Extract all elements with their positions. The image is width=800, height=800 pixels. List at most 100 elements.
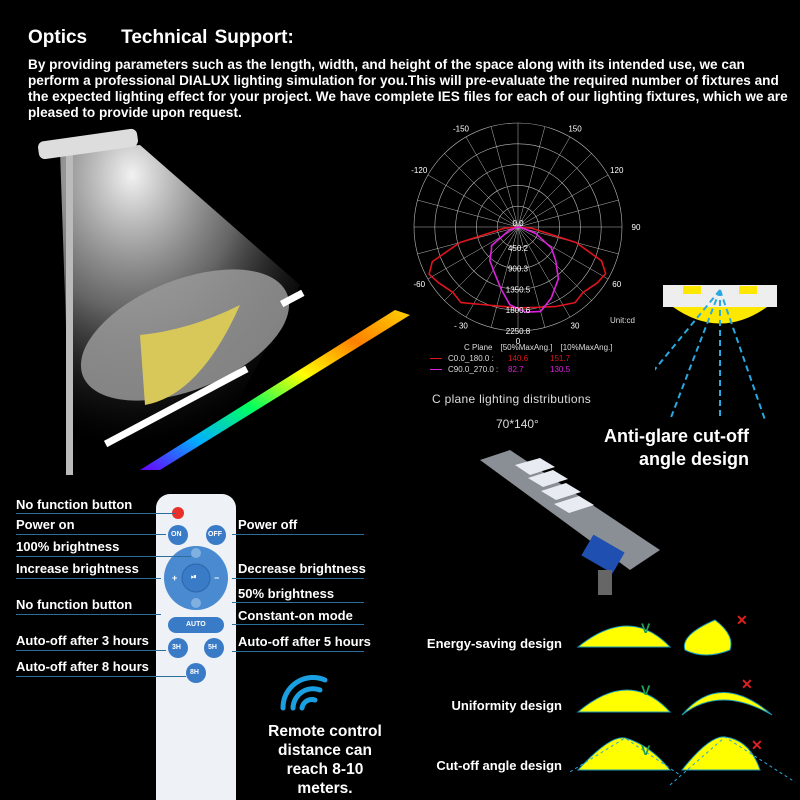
label-power-off: Power off xyxy=(238,517,298,532)
check-icon: V xyxy=(641,742,651,758)
title-optics: Optics xyxy=(28,27,88,48)
legend-name: C90.0_270.0 : xyxy=(448,365,499,374)
angle-tick-label: 120 xyxy=(610,166,624,175)
check-icon: V xyxy=(641,620,651,636)
good-cutoff-shape xyxy=(576,737,672,771)
illuminance-heatmap xyxy=(140,310,410,470)
8h-button[interactable] xyxy=(186,663,206,683)
label-constant-on: Constant-on mode xyxy=(238,608,353,623)
legend-swatch xyxy=(430,369,442,370)
anti-glare-caption: Anti-glare cut-off angle design xyxy=(604,425,749,471)
label-50-brightness: 50% brightness xyxy=(238,586,335,601)
off-button[interactable] xyxy=(206,525,226,545)
polar-spoke xyxy=(417,199,519,228)
anti-glare-line2: angle design xyxy=(638,449,749,469)
series-C90.0_270.0 xyxy=(489,226,560,313)
cutoff-lines xyxy=(655,289,766,420)
legend-value: 130.5 xyxy=(550,365,571,374)
radial-tick-label: 450.2 xyxy=(508,244,529,253)
streetlight-simulation-illustration xyxy=(38,128,410,475)
polar-spoke xyxy=(517,126,546,228)
polar-legend: C Plane [50%MaxAng.] [10%MaxAng.] C0.0_180… xyxy=(430,342,613,375)
3h-label: 3H xyxy=(172,644,181,651)
5h-label: 5H xyxy=(208,644,217,651)
polar-spoke xyxy=(427,174,519,228)
angle-tick-label: 60 xyxy=(612,280,621,289)
beam-angle: 70*140° xyxy=(496,417,539,431)
brightness-100-button[interactable] xyxy=(191,548,201,558)
8h-label: 8H xyxy=(190,669,199,676)
polar-spoke xyxy=(490,226,519,328)
angle-tick-label: - 30 xyxy=(454,322,468,331)
remote-control xyxy=(156,494,236,800)
solar-panel-sensor xyxy=(581,534,625,574)
label-auto-off-5h: Auto-off after 5 hours xyxy=(238,634,371,649)
auto-button[interactable] xyxy=(168,617,224,633)
plus-label: + xyxy=(172,573,178,583)
label-no-function: No function button xyxy=(16,497,133,512)
angle-tick-label: 150 xyxy=(568,124,582,133)
polar-spoke xyxy=(490,126,519,228)
legend-value: 140.6 xyxy=(508,354,529,363)
polar-spoke xyxy=(517,199,619,228)
center-button[interactable] xyxy=(181,563,211,593)
anti-glare-diagram xyxy=(655,285,777,420)
road-marking xyxy=(103,365,249,448)
auto-label: AUTO xyxy=(186,621,206,628)
intro-text: By providing parameters such as the leng… xyxy=(28,57,788,120)
polar-spoke xyxy=(517,226,592,301)
label-100-brightness: 100% brightness xyxy=(16,539,120,554)
angle-tick-label: 0 xyxy=(516,337,521,346)
wireless-signal-icon xyxy=(280,675,328,711)
3h-button[interactable] xyxy=(168,638,188,658)
legend-name: C0.0_180.0 : xyxy=(448,354,494,363)
label-decrease-brightness: Decrease brightness xyxy=(238,561,366,576)
angle-tick-label: -120 xyxy=(411,166,428,175)
good-energy-saving-shape xyxy=(576,625,672,648)
pole xyxy=(66,155,73,475)
polar-spoke xyxy=(517,174,609,228)
cross-icon: ✕ xyxy=(751,737,763,753)
on-button[interactable] xyxy=(168,525,188,545)
solar-street-lamp-product xyxy=(480,450,660,595)
5h-button[interactable] xyxy=(204,638,224,658)
polar-spoke xyxy=(465,226,519,318)
angle-tick-label: 30 xyxy=(571,322,580,331)
legend-header: [10%MaxAng.] xyxy=(560,343,613,352)
bad-cutoff-shape xyxy=(680,736,761,771)
chart-caption: C plane lighting distributions xyxy=(432,392,592,406)
title-technical-support: Technical Support: xyxy=(121,27,294,48)
label-no-function-2: No function button xyxy=(16,597,133,612)
polar-spoke xyxy=(517,226,571,318)
beam-shape-comparison xyxy=(570,619,796,786)
anti-glare-line1: Anti-glare cut-off xyxy=(604,426,749,446)
legend-header: [50%MaxAng.] xyxy=(500,343,553,352)
light-pattern xyxy=(140,305,240,405)
radial-tick-label: 900.3 xyxy=(508,265,529,274)
legend-header: C Plane xyxy=(464,343,493,352)
no-function-red-button[interactable] xyxy=(172,507,184,519)
legend-value: 151.7 xyxy=(550,354,571,363)
led-modules xyxy=(515,458,594,513)
polar-grid xyxy=(413,122,623,332)
polar-spoke xyxy=(465,136,519,228)
play-pause-label: ⏯ xyxy=(191,574,197,581)
angle-tick-label: -150 xyxy=(453,124,470,133)
radial-tick-label: 1350.5 xyxy=(506,285,531,294)
on-label: ON xyxy=(171,531,182,538)
polar-spoke xyxy=(517,136,571,228)
off-label: OFF xyxy=(208,531,222,538)
polar-spoke xyxy=(517,153,592,228)
remote-button-labels: ON OFF + − ⏯ AUTO 3H 5H 8H xyxy=(150,490,245,800)
bad-uniformity-shape xyxy=(681,692,773,716)
cutoff-label: Cut-off angle design xyxy=(436,758,562,773)
brightness-50-button[interactable] xyxy=(191,598,201,608)
page-title: Optics Technical Support: xyxy=(28,27,294,49)
cross-icon: ✕ xyxy=(741,676,753,692)
label-auto-off-3h: Auto-off after 3 hours xyxy=(16,633,149,648)
cross-icon: ✕ xyxy=(736,612,748,628)
minus-label: − xyxy=(214,573,220,583)
angle-tick-label: 90 xyxy=(632,223,641,232)
lamp-head xyxy=(38,128,138,160)
